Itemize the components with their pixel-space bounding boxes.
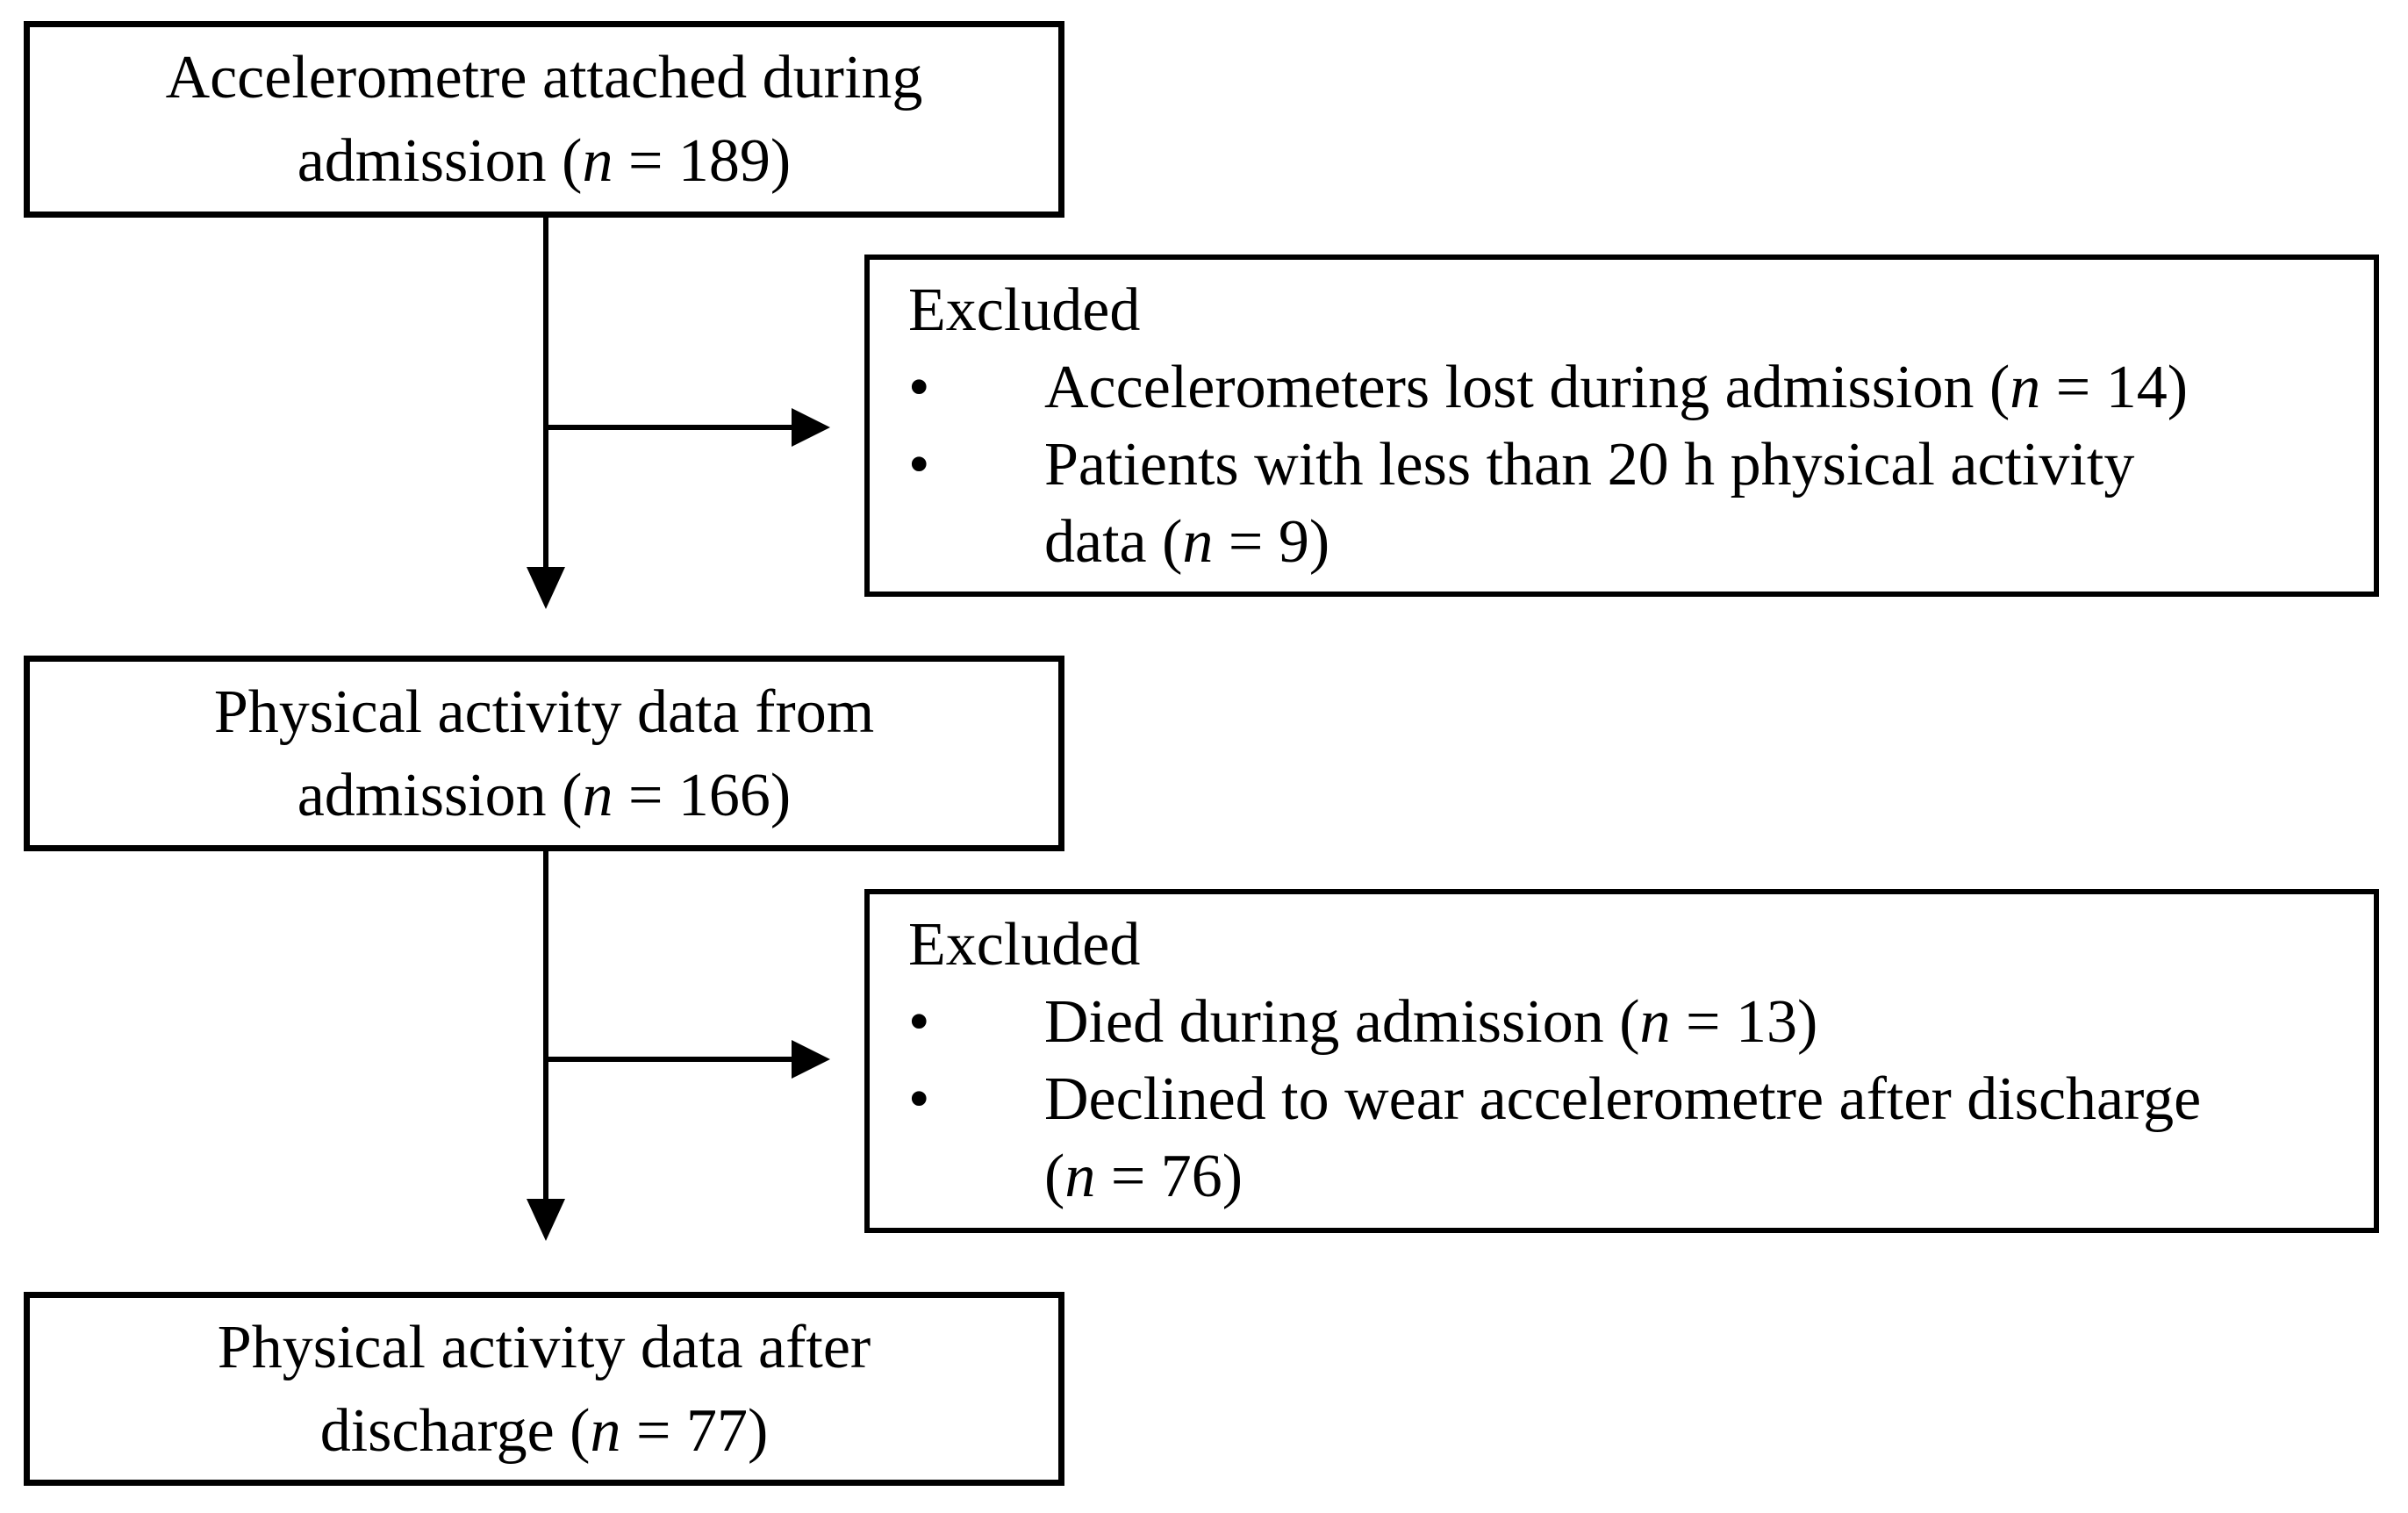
- box-accelerometre-attached: Accelerometre attached during admission …: [24, 21, 1064, 218]
- excluded-item-text: data (n = 9): [1044, 508, 1330, 576]
- excluded-item: • Accelerometers lost during admission (…: [908, 349, 2353, 427]
- bullet-icon: •: [908, 431, 930, 498]
- bullet-icon: •: [908, 988, 930, 1056]
- excluded-item-text: (n = 76): [1044, 1143, 1243, 1210]
- box-excluded-admission: Excluded • Accelerometers lost during ad…: [864, 255, 2379, 597]
- arrowhead-right-2: [792, 1040, 830, 1079]
- box-text-line: admission (n = 166): [297, 761, 792, 829]
- box-text-line: Accelerometre attached during: [165, 44, 923, 111]
- box-excluded-discharge: Excluded • Died during admission (n = 13…: [864, 889, 2379, 1233]
- excluded-item: • Declined to wear accelerometre after d…: [908, 1061, 2353, 1215]
- excluded-item-text: Died during admission (n = 13): [1044, 988, 1818, 1056]
- excluded-item-text: Patients with less than 20 h physical ac…: [1044, 431, 2135, 498]
- box-text-line: Physical activity data from: [213, 678, 875, 746]
- excluded-item: • Patients with less than 20 h physical …: [908, 427, 2353, 581]
- bullet-icon: •: [908, 354, 930, 421]
- excluded-title: Excluded: [908, 276, 1141, 344]
- excluded-item-text: Accelerometers lost during admission (n …: [1044, 354, 2189, 421]
- excluded-item: • Died during admission (n = 13): [908, 984, 2353, 1061]
- arrowhead-down-2: [527, 1199, 565, 1241]
- box-text-line: Physical activity data after: [217, 1313, 871, 1381]
- box-physical-activity-admission: Physical activity data from admission (n…: [24, 656, 1064, 851]
- excluded-item-text: Declined to wear accelerometre after dis…: [1044, 1065, 2202, 1133]
- excluded-title: Excluded: [908, 911, 1141, 979]
- box-physical-activity-discharge: Physical activity data after discharge (…: [24, 1292, 1064, 1486]
- box-text-line: discharge (n = 77): [319, 1396, 769, 1465]
- box-text-line: admission (n = 189): [297, 127, 792, 195]
- arrowhead-right-1: [792, 408, 830, 447]
- arrowhead-down-1: [527, 567, 565, 609]
- bullet-icon: •: [908, 1065, 930, 1133]
